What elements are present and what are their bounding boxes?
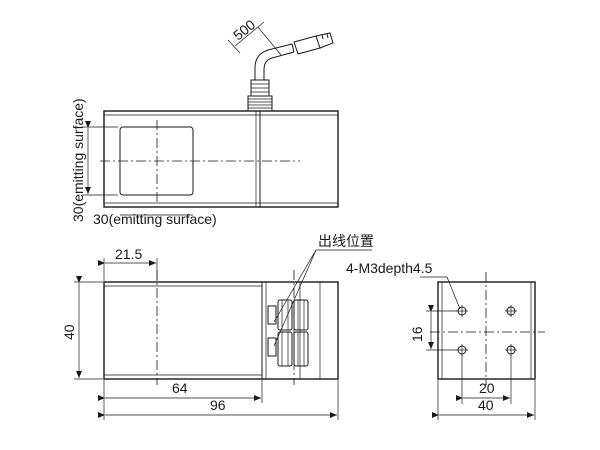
emitting-width-label: 30(emitting surface)	[93, 211, 217, 227]
cable	[254, 43, 295, 80]
top-view: 500 30(emitting surface) 30(emitting sur…	[70, 16, 339, 227]
outlet-leader-2	[273, 249, 317, 347]
mounting-hole-br	[505, 344, 517, 356]
mounting-hole-tl	[456, 305, 468, 317]
height-dim-label: 40	[61, 324, 77, 340]
width-dim-label: 40	[478, 397, 494, 413]
thread-spec-leader	[446, 276, 461, 310]
total-length-label: 96	[210, 397, 226, 413]
front-connector-lower	[267, 331, 309, 367]
mount-length-label: 64	[172, 380, 188, 396]
outlet-position-label: 出线位置	[318, 233, 374, 249]
mounting-hole-tr	[505, 305, 517, 317]
mounting-hole-bl	[456, 344, 468, 356]
hole-v-dim-label: 16	[409, 326, 425, 342]
hole-h-dim-label: 20	[479, 380, 495, 396]
outlet-leader-1	[273, 249, 317, 323]
offset-dim-label: 21.5	[115, 246, 142, 262]
front-body-outline	[103, 281, 339, 380]
emitting-height-label: 30(emitting surface)	[70, 98, 86, 222]
front-connector-upper	[267, 299, 309, 331]
connector	[291, 32, 334, 55]
top-body-outline	[103, 110, 339, 208]
side-view: 4-M3depth4.5 16 20 40	[346, 260, 545, 420]
cable-dim-line	[234, 21, 265, 47]
cable-length-label: 500	[230, 16, 258, 43]
thread-spec-label: 4-M3depth4.5	[346, 260, 433, 276]
side-body-outline	[437, 281, 536, 380]
cable-strain-relief	[247, 79, 273, 112]
front-view: 出线位置 21.5 40 64 96	[61, 233, 374, 420]
